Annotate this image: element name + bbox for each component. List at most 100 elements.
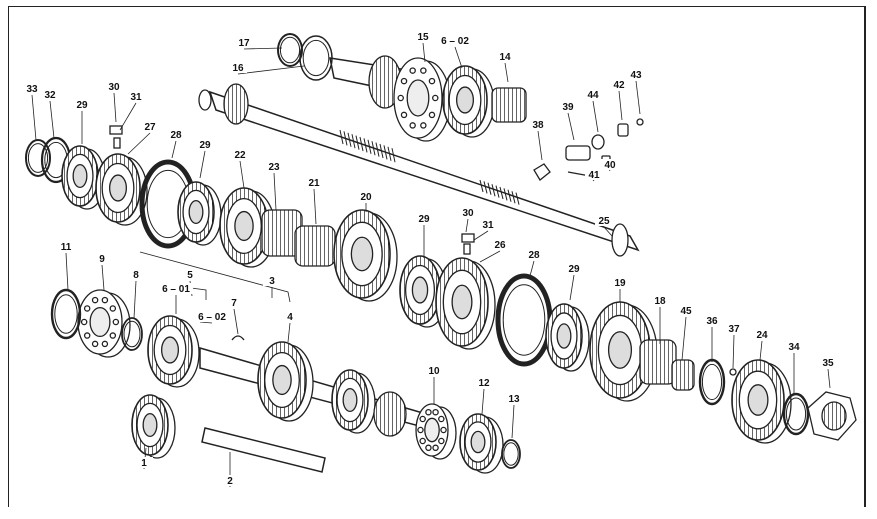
label-bg-5	[181, 269, 199, 280]
label-bg-8	[127, 269, 145, 280]
label-bg-32	[41, 89, 59, 100]
label-bg-43	[627, 69, 645, 80]
label-bg-20	[357, 191, 375, 202]
label-bg-28a	[167, 129, 185, 140]
label-bg-30b	[459, 207, 477, 218]
leader-27	[127, 132, 151, 155]
part-label-14: 14	[499, 52, 511, 63]
part-label-18: 18	[654, 296, 666, 307]
needle-bearing-21	[294, 225, 336, 267]
part-label-33: 33	[26, 84, 38, 95]
leader-35	[827, 368, 831, 389]
leader-11	[65, 252, 69, 291]
part-label-30a: 30	[108, 82, 120, 93]
leader-6-02a	[454, 46, 463, 69]
label-bg-16	[229, 62, 247, 73]
part-label-34: 34	[788, 342, 800, 353]
leader-44	[592, 100, 599, 133]
label-bg-14	[496, 51, 514, 62]
leader-30a	[113, 92, 117, 123]
part-label-44: 44	[587, 90, 599, 101]
part-label-40: 40	[604, 160, 616, 171]
circlip-13	[501, 439, 521, 469]
part-label-20: 20	[360, 192, 372, 203]
main-shaft-thread	[487, 182, 492, 195]
part-label-38: 38	[532, 120, 544, 131]
part-label-22: 22	[234, 150, 246, 161]
main-shaft-spline	[387, 146, 392, 161]
label-bg-1	[135, 457, 153, 468]
shim-16	[299, 35, 333, 81]
label-bg-28b	[525, 249, 543, 260]
main-shaft-thread	[499, 186, 504, 200]
counter-gear-4	[257, 341, 314, 422]
needle-bearing-18	[639, 339, 677, 385]
gear-12	[459, 413, 504, 474]
label-bg-31a	[127, 91, 145, 102]
part-label-27: 27	[144, 122, 156, 133]
leader-13	[511, 404, 515, 439]
leader-16	[237, 65, 305, 75]
part-label-19: 19	[614, 278, 626, 289]
leader-28b	[529, 260, 535, 277]
part-label-11: 11	[61, 242, 72, 253]
leader-31b	[473, 230, 489, 241]
needle-bearing-14	[491, 87, 527, 123]
blocker-ring-29d	[545, 303, 590, 372]
label-bg-40	[601, 159, 619, 170]
leader-4	[287, 322, 291, 343]
part-label-6-02a: 6 – 02	[441, 36, 469, 47]
hub-26	[435, 257, 496, 350]
leader-29b	[199, 150, 206, 179]
label-bg-6-02b	[195, 311, 229, 322]
leader-15	[422, 42, 426, 63]
gear-6-01	[147, 315, 200, 388]
leader-31a	[119, 102, 137, 131]
label-bg-29d	[565, 263, 583, 274]
label-bg-17	[235, 37, 253, 48]
label-bg-35	[819, 357, 837, 368]
label-bg-6-01	[159, 283, 193, 294]
part-label-26: 26	[494, 240, 506, 251]
label-bg-41	[585, 169, 603, 180]
part-label-24: 24	[756, 330, 768, 341]
key-30a	[109, 125, 123, 135]
part-label-37: 37	[728, 324, 740, 335]
snap-ring-17	[277, 33, 303, 67]
part-label-7: 7	[231, 298, 237, 309]
part-label-39: 39	[562, 102, 574, 113]
label-bg-26	[491, 239, 509, 250]
label-bg-37	[725, 323, 743, 334]
main-shaft-thread	[491, 184, 496, 197]
main-shaft-spline	[339, 129, 344, 145]
circlip-8	[121, 317, 143, 351]
leader-22	[239, 160, 245, 189]
label-bg-39	[559, 101, 577, 112]
main-shaft-thread	[515, 192, 520, 205]
leader-7	[233, 308, 239, 335]
ring-44	[591, 134, 605, 150]
label-bg-24	[753, 329, 771, 340]
main-shaft-spline	[351, 134, 356, 149]
main-shaft-spline	[391, 148, 396, 163]
label-bg-19	[611, 277, 629, 288]
key-30b	[461, 233, 475, 243]
label-bg-15	[414, 31, 432, 42]
leader-25	[603, 226, 613, 237]
part-label-6-01: 6 – 01	[162, 284, 190, 295]
part-label-29c: 29	[418, 214, 430, 225]
washer-36	[698, 358, 726, 406]
part-label-28a: 28	[170, 130, 182, 141]
main-shaft-spline	[363, 138, 368, 153]
plunger-39	[565, 145, 591, 161]
label-bg-33	[23, 83, 41, 94]
leader-21	[313, 188, 317, 225]
snap-ring-33	[25, 139, 51, 177]
leader-45	[681, 316, 687, 361]
cap-42	[617, 123, 629, 137]
leader-8	[133, 280, 137, 319]
counter-gear-small	[331, 369, 376, 434]
locknut-35	[807, 391, 857, 441]
ball-37	[729, 368, 737, 376]
